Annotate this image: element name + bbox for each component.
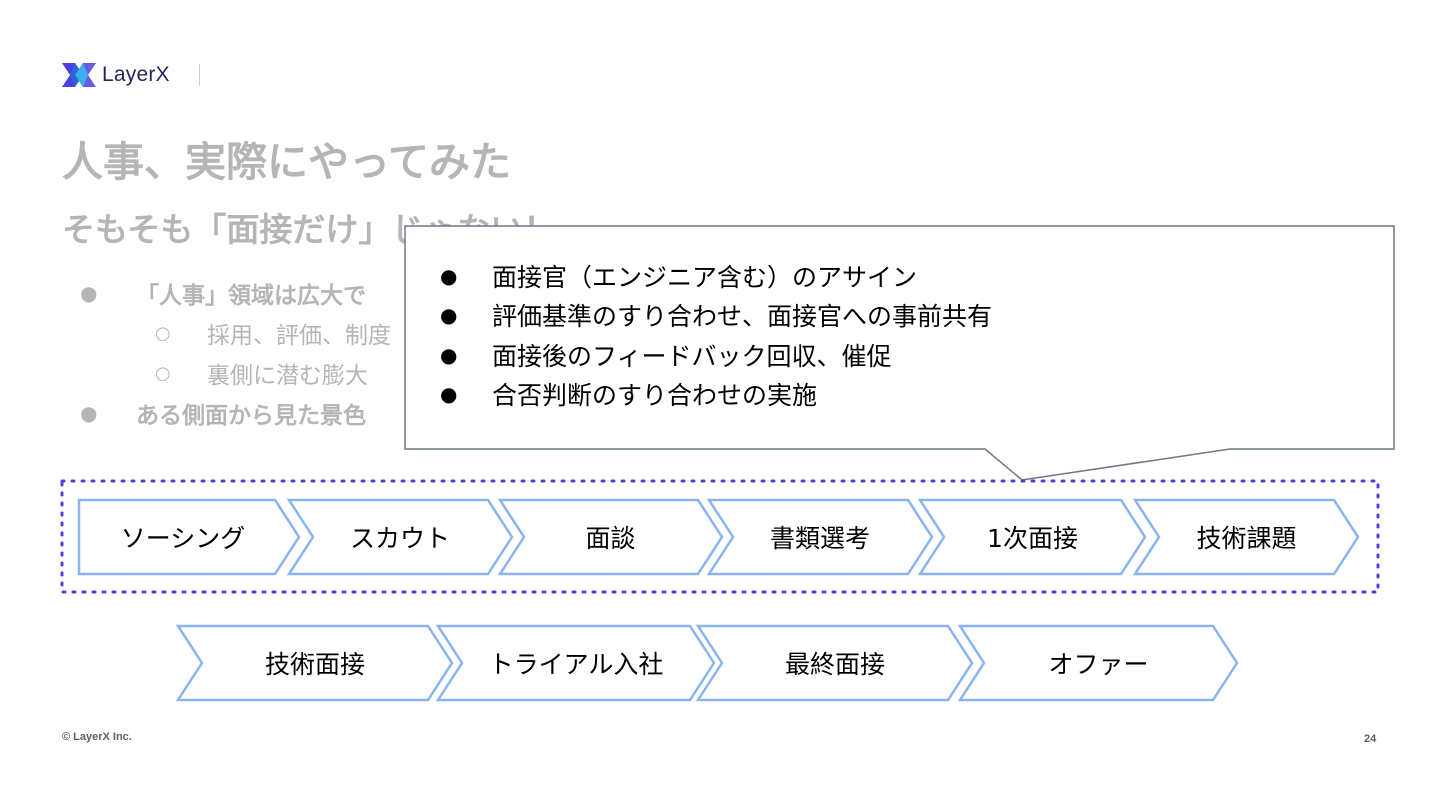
callout-item: ● 面接官（エンジニア含む）のアサイン — [440, 256, 992, 296]
flow-step-label: 最終面接 — [784, 650, 885, 679]
callout-text: 合否判断のすり合わせの実施 — [492, 381, 818, 411]
callout-text: 評価基準のすり合わせ、面接官への事前共有 — [492, 302, 993, 332]
bullet-text: 裏側に潜む膨大 — [207, 363, 368, 389]
bullet-item: ● ある側面から見た景色 — [80, 396, 366, 430]
header-divider — [199, 64, 200, 86]
flow-step-label: 技術面接 — [264, 650, 365, 679]
bullet-item: ○ 裏側に潜む膨大 — [155, 356, 368, 390]
flow-step-chevron — [497, 498, 724, 576]
bullet-marker: ○ — [155, 322, 171, 344]
bullet-marker: ○ — [155, 362, 171, 384]
callout-text: 面接官（エンジニア含む）のアサイン — [492, 262, 918, 292]
callout-item: ● 合否判断のすり合わせの実施 — [440, 375, 992, 415]
flow-step-chevron — [695, 624, 974, 702]
brand-name: LayerX — [102, 63, 170, 86]
flow-step-chevron — [1132, 498, 1360, 576]
page-number: 24 — [1364, 733, 1377, 745]
flow-step-chevron — [706, 498, 934, 576]
flow-step-label: 書類選考 — [769, 524, 870, 553]
flow-step-chevron — [957, 624, 1239, 702]
callout-item: ● 面接後のフィードバック回収、催促 — [440, 335, 992, 375]
flow-step-chevron — [77, 498, 301, 576]
flow-step-label: 面談 — [585, 524, 636, 553]
layerx-logo-icon — [62, 63, 96, 87]
brand-logo: LayerX — [62, 60, 170, 90]
callout-bullet: ● — [440, 263, 458, 288]
bullet-text: 採用、評価、制度 — [207, 323, 391, 349]
bullet-item: ○ 採用、評価、制度 — [155, 316, 391, 350]
bullet-marker: ● — [80, 281, 98, 305]
flow-step-chevron — [435, 624, 716, 702]
callout-bullet: ● — [440, 303, 458, 328]
bullet-item: ● 「人事」領域は広大で — [80, 276, 366, 310]
flow-step-label: トライアル入社 — [488, 650, 664, 679]
flow-step-label: オファー — [1048, 650, 1149, 679]
flow-step-label: 1次面接 — [987, 524, 1078, 553]
callout-bullet: ● — [440, 382, 458, 407]
flow-step-label: 技術課題 — [1196, 524, 1297, 553]
callout-item: ● 評価基準のすり合わせ、面接官への事前共有 — [440, 296, 992, 336]
flow-step-label: スカウト — [349, 524, 450, 553]
copyright: © LayerX Inc. — [62, 731, 132, 743]
flow-step-chevron — [175, 624, 454, 702]
callout-text: 面接後のフィードバック回収、催促 — [492, 341, 892, 371]
bullet-text: 「人事」領域は広大で — [136, 283, 366, 309]
bullet-marker: ● — [80, 401, 98, 425]
flow-step-label: ソーシング — [120, 524, 246, 553]
slide-title: 人事、実際にやってみた — [62, 138, 511, 186]
callout-bullet: ● — [440, 342, 458, 367]
flow-step-chevron — [917, 498, 1147, 576]
highlight-box — [60, 479, 1380, 594]
bullet-text: ある側面から見た景色 — [136, 403, 366, 429]
callout-list: ● 面接官（エンジニア含む）のアサイン ● 評価基準のすり合わせ、面接官への事前… — [440, 256, 992, 414]
flow-step-chevron — [286, 498, 514, 576]
